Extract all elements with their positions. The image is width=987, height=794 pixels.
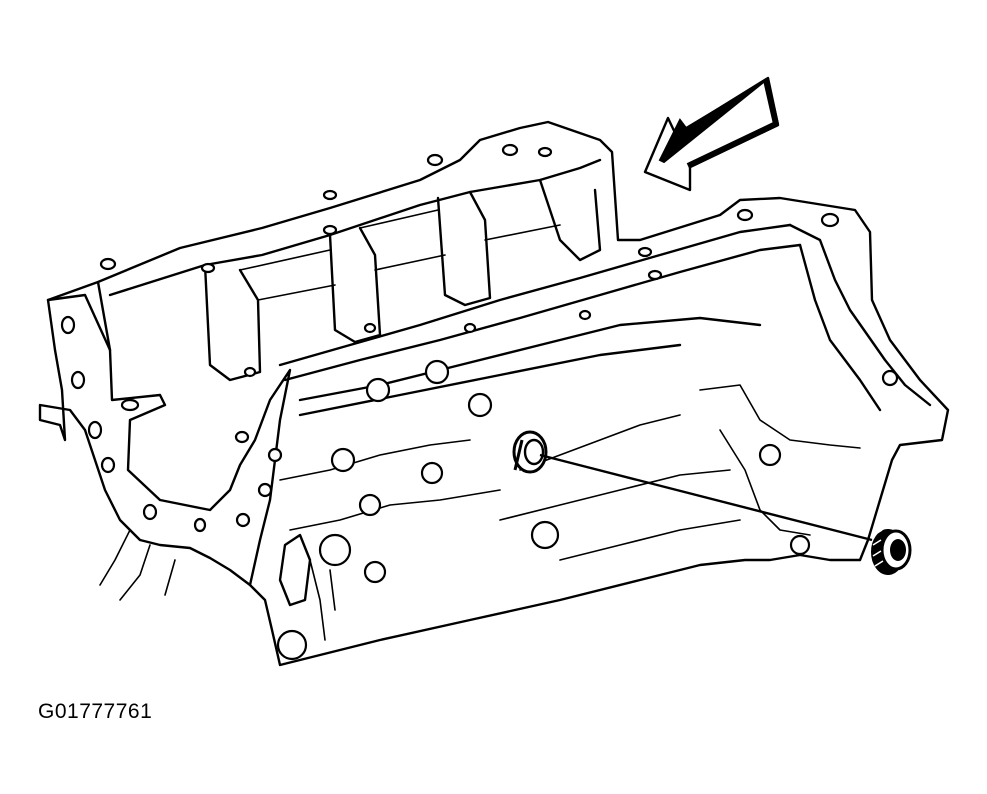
leader-line [539,453,873,542]
bulkhead-2 [328,226,382,344]
engine-block [38,120,950,667]
bulkhead-1 [203,263,262,382]
bulkhead-4 [538,178,602,262]
bulkhead-3 [436,190,492,307]
main-rail [278,223,802,382]
deck-bolt-holes [99,143,840,378]
plug-bore [512,430,548,474]
block-left-face [46,293,292,587]
deck-inner-edge [96,158,602,352]
figure-id-label: G01777761 [38,700,153,723]
side-bosses [276,359,899,661]
direction-arrow [643,76,780,192]
left-face-holes [60,315,312,607]
threaded-plug-icon [871,529,912,575]
block-right-end [788,223,932,412]
block-top-deck [38,120,950,667]
